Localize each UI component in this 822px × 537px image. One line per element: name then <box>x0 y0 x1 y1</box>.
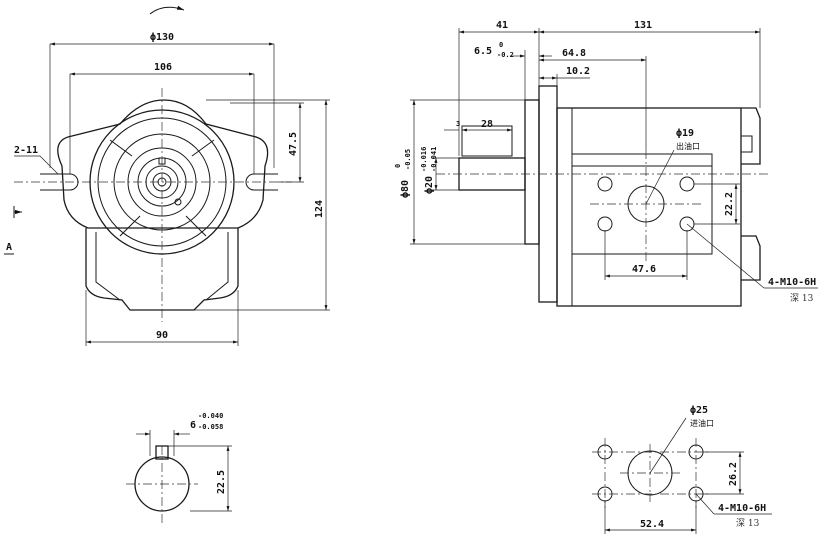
svg-text:0: 0 <box>394 164 402 168</box>
dim-6-5: 6.5 <box>474 46 492 57</box>
svg-text:0: 0 <box>499 41 503 49</box>
dim-dia-130: ϕ130 <box>150 32 174 43</box>
dim-47-5: 47.5 <box>288 132 299 156</box>
side-view: 41 131 6.5 0 -0.2 64.8 10.2 3 28 ϕ80 0 -… <box>394 20 818 307</box>
svg-text:-0.058: -0.058 <box>198 423 223 431</box>
dim-22-2: 22.2 <box>724 192 735 216</box>
svg-text:-0.2: -0.2 <box>497 51 514 59</box>
side-flange <box>538 85 558 303</box>
mounting-slot-right <box>245 173 278 191</box>
mounting-flange-outline <box>57 99 269 229</box>
outlet-bolt-hole-3 <box>597 216 613 232</box>
dim-28: 28 <box>481 119 493 130</box>
dim-dia-80: ϕ80 <box>400 180 411 198</box>
dim-2-11: 2-11 <box>14 145 38 156</box>
outlet-port-diameter: ϕ19 <box>676 128 694 139</box>
svg-text:-0.05: -0.05 <box>404 149 412 170</box>
section-mark-a: A <box>6 242 12 253</box>
outlet-thread-depth: 深 13 <box>790 293 814 304</box>
key-section-view: 6 -0.040 -0.058 22.5 <box>126 412 232 524</box>
svg-text:-0.040: -0.040 <box>198 412 223 420</box>
dim-26-2: 26.2 <box>728 462 739 486</box>
dim-47-6: 47.6 <box>632 264 656 275</box>
front-view: ϕ130 106 90 124 47.5 2-11 A <box>4 5 330 346</box>
outlet-port-face <box>571 153 713 255</box>
dim-64-8: 64.8 <box>562 48 586 59</box>
dim-3: 3 <box>456 120 460 128</box>
dim-6-key: 6 <box>190 420 196 431</box>
dim-106: 106 <box>154 62 172 73</box>
dim-10-2: 10.2 <box>566 66 590 77</box>
body-inner-contour <box>95 232 229 301</box>
svg-text:-0.041: -0.041 <box>430 147 438 172</box>
outlet-bolt-hole-1 <box>597 176 613 192</box>
rear-boss-bottom <box>741 235 761 281</box>
small-hole <box>174 198 182 206</box>
dim-41: 41 <box>496 20 508 31</box>
inlet-port-view: ϕ25 进油口 26.2 52.4 4-M10-6H 深 13 <box>592 405 772 534</box>
outlet-bolt-hole-2 <box>679 176 695 192</box>
outlet-port-label: 出油口 <box>676 141 700 151</box>
dim-131: 131 <box>634 20 652 31</box>
inlet-port-label: 进油口 <box>690 418 714 428</box>
dim-124: 124 <box>314 200 325 218</box>
pilot-boss <box>524 99 540 245</box>
inlet-thread-depth: 深 13 <box>736 518 760 529</box>
side-body <box>556 107 742 307</box>
inlet-port-diameter: ϕ25 <box>690 405 708 416</box>
rear-boss-top <box>741 107 761 165</box>
dim-dia-20: ϕ20 <box>424 176 435 194</box>
dim-22-5: 22.5 <box>216 470 227 494</box>
inlet-thread-callout: 4-M10-6H <box>718 503 766 514</box>
dim-90: 90 <box>156 330 168 341</box>
rotation-arrow-icon <box>149 5 185 15</box>
dim-52-4: 52.4 <box>640 519 664 530</box>
svg-text:-0.016: -0.016 <box>420 147 428 172</box>
shaft-key <box>461 125 513 157</box>
rib-lines <box>109 139 215 237</box>
outlet-thread-callout: 4-M10-6H <box>768 277 816 288</box>
